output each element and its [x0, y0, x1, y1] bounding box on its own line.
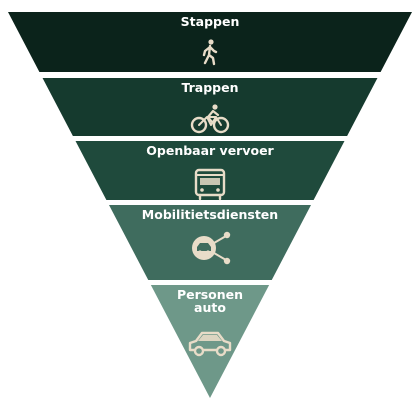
- bicycle-rider-icon: [190, 104, 230, 134]
- pyramid-band-openbaar-vervoer: Openbaar vervoer: [75, 141, 345, 201]
- shared-car-network-icon: [192, 231, 231, 265]
- band-shape: [150, 285, 270, 398]
- pyramid-band-trappen: Trappen: [42, 78, 378, 136]
- band-label: Trappen: [181, 80, 238, 95]
- band-shape: [42, 78, 378, 136]
- band-label: Personen: [177, 287, 243, 302]
- band-label: Mobilitietsdiensten: [142, 207, 278, 222]
- band-label: Openbaar vervoer: [146, 143, 274, 158]
- pyramid-band-stappen: Stappen: [8, 12, 412, 72]
- band-label: auto: [194, 300, 226, 315]
- car-icon: [188, 331, 232, 357]
- bus-icon: [194, 168, 226, 201]
- pyramid-band-mobiliteitsdiensten: Mobilitietsdiensten: [109, 205, 311, 280]
- band-label: Stappen: [181, 14, 240, 29]
- walking-person-icon: [202, 39, 218, 66]
